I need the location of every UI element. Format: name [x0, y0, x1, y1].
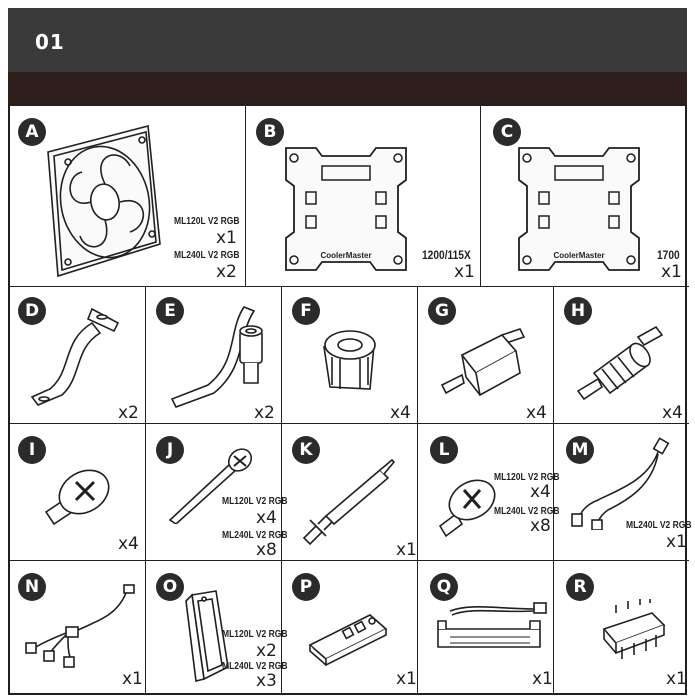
part-cell-o: O ML120L V2 RGB x2 ML240L V2 RGB x3 [146, 561, 288, 693]
part-badge-o: O [156, 573, 184, 601]
quantity-d: x2 [118, 403, 139, 423]
step-number: 01 [35, 30, 65, 54]
part-badge-f: F [292, 297, 320, 325]
quantity-o2: x3 [256, 671, 277, 691]
quantity-q: x1 [532, 669, 553, 689]
socket-label-c: 1700 [657, 248, 680, 262]
screw-illustration [44, 469, 110, 526]
rgb-controller-illustration [308, 614, 388, 667]
part-cell-n: N x1 [10, 561, 146, 693]
part-badge-q: Q [430, 573, 458, 601]
model-label-m1: ML240L V2 RGB [626, 520, 692, 531]
part-badge-b: B [256, 118, 284, 146]
thermal-paste-syringe-illustration [302, 458, 396, 546]
quantity-h: x4 [662, 403, 683, 423]
quantity-l1: x4 [530, 482, 551, 502]
fan-illustration [47, 124, 161, 278]
header-bar [8, 72, 687, 104]
part-badge-c: C [493, 118, 521, 146]
model-label-o2: ML240L V2 RGB [222, 661, 288, 672]
part-cell-m: M ML240L V2 RGB x1 [554, 424, 692, 561]
part-cell-k: K x1 [282, 424, 418, 561]
quantity-m1: x1 [666, 532, 687, 552]
model-label-l1: ML120L V2 RGB [494, 472, 560, 483]
quantity-o1: x2 [256, 641, 277, 661]
quantity-a1: x1 [216, 228, 237, 248]
part-badge-j: J [156, 436, 184, 464]
part-badge-r: R [566, 573, 594, 601]
quantity-j2: x8 [256, 540, 277, 560]
brand-label-c: CoolerMaster [553, 251, 604, 260]
quantity-r: x1 [666, 669, 687, 689]
quantity-g: x4 [526, 403, 547, 423]
intel-1700-backplate-illustration: CoolerMaster [518, 147, 640, 271]
part-badge-a: A [18, 118, 46, 146]
long-screw-illustration [168, 448, 253, 524]
quantity-a2: x2 [216, 262, 237, 282]
quantity-k: x1 [396, 540, 417, 560]
pin-adapter-illustration [602, 599, 666, 659]
brand-label-b: CoolerMaster [320, 251, 371, 260]
part-cell-f: F x4 [282, 287, 418, 424]
quantity-f: x4 [390, 403, 411, 423]
part-cell-r: R x1 [554, 561, 689, 693]
intel-backplate-illustration: CoolerMaster [285, 147, 407, 271]
quantity-l2: x8 [530, 516, 551, 536]
part-badge-g: G [428, 297, 456, 325]
standoff-illustration [440, 328, 526, 397]
part-cell-e: E x2 [146, 287, 282, 424]
part-cell-d: D x2 [10, 287, 146, 424]
y-splitter-cable-illustration [571, 437, 670, 530]
part-cell-i: I x4 [10, 424, 146, 561]
quantity-p: x1 [396, 669, 417, 689]
part-badge-l: L [430, 436, 458, 464]
step-header: 01 [8, 8, 687, 72]
socket-label-b: 1200/115X [422, 248, 471, 262]
rgb-splitter-cable-illustration [25, 584, 135, 668]
part-cell-j: J ML120L V2 RGB x4 ML240L V2 RGB x8 [146, 424, 288, 561]
short-screw-illustration [438, 479, 496, 538]
part-cell-l: L ML120L V2 RGB x4 ML240L V2 RGB x8 [418, 424, 560, 561]
part-cell-p: P x1 [282, 561, 418, 693]
part-badge-d: D [18, 297, 46, 325]
bracket-with-standoff-illustration [170, 306, 263, 408]
model-label-j2: ML240L V2 RGB [222, 530, 288, 541]
quantity-c: x1 [661, 262, 682, 282]
nut-illustration [323, 330, 376, 390]
quantity-i: x4 [118, 534, 139, 554]
part-badge-m: M [566, 436, 594, 464]
bracket-illustration [30, 307, 120, 406]
quantity-n: x1 [122, 669, 143, 689]
part-badge-n: N [18, 573, 46, 601]
model-label-o1: ML120L V2 RGB [222, 629, 288, 640]
parts-grid: A ML120L V2 RGB x1 ML240L V2 RGB x2 B [8, 104, 692, 695]
sata-cable-illustration [437, 602, 547, 648]
quantity-j1: x4 [256, 508, 277, 528]
rail-bracket-illustration [185, 590, 229, 682]
model-label-a1: ML120L V2 RGB [174, 216, 240, 227]
part-cell-q: Q x1 [418, 561, 554, 693]
part-badge-i: I [18, 436, 46, 464]
part-cell-g: G x4 [418, 287, 554, 424]
part-cell-a: A ML120L V2 RGB x1 ML240L V2 RGB x2 [10, 106, 246, 287]
threaded-standoff-illustration [576, 325, 664, 401]
part-cell-c: C CoolerMaster 1700 x1 [481, 106, 689, 287]
model-label-a2: ML240L V2 RGB [174, 250, 240, 261]
quantity-b: x1 [454, 262, 475, 282]
part-badge-e: E [156, 297, 184, 325]
part-badge-h: H [564, 297, 592, 325]
model-label-j1: ML120L V2 RGB [222, 496, 288, 507]
model-label-l2: ML240L V2 RGB [494, 506, 560, 517]
quantity-e: x2 [254, 403, 275, 423]
part-cell-b: B CoolerMaster 1200/115X x1 [246, 106, 481, 287]
part-badge-k: K [292, 436, 320, 464]
part-badge-p: P [292, 573, 320, 601]
part-cell-h: H x4 [554, 287, 689, 424]
